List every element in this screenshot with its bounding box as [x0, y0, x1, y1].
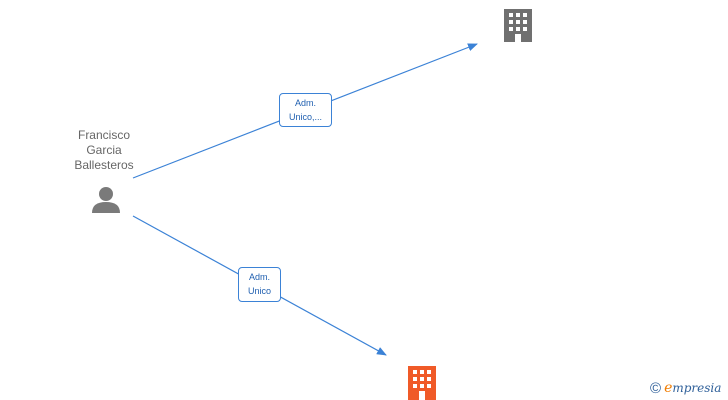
edge-label-line: Unico	[247, 286, 271, 296]
brand-initial: e	[664, 380, 673, 396]
brand-name: mpresia	[672, 381, 722, 395]
edge-label-role[interactable]: Adm. Unico,...	[279, 93, 332, 127]
person-name-line: Garcia	[86, 143, 122, 157]
empresia-watermark: ©empresia	[650, 380, 721, 397]
building-icon[interactable]	[504, 9, 532, 42]
person-name-line: Ballesteros	[74, 158, 134, 172]
edge-label-line: Adm.	[294, 98, 316, 108]
copyright-symbol: ©	[650, 380, 662, 397]
person-icon[interactable]	[92, 187, 120, 213]
person-name[interactable]: Francisco Garcia Ballesteros	[62, 128, 146, 173]
edge-label-line: Unico,...	[288, 112, 322, 122]
building-icon[interactable]	[408, 366, 436, 400]
edge-label-role[interactable]: Adm. Unico	[238, 267, 281, 302]
edge-label-line: Adm.	[248, 272, 270, 282]
person-name-line: Francisco	[77, 128, 130, 142]
